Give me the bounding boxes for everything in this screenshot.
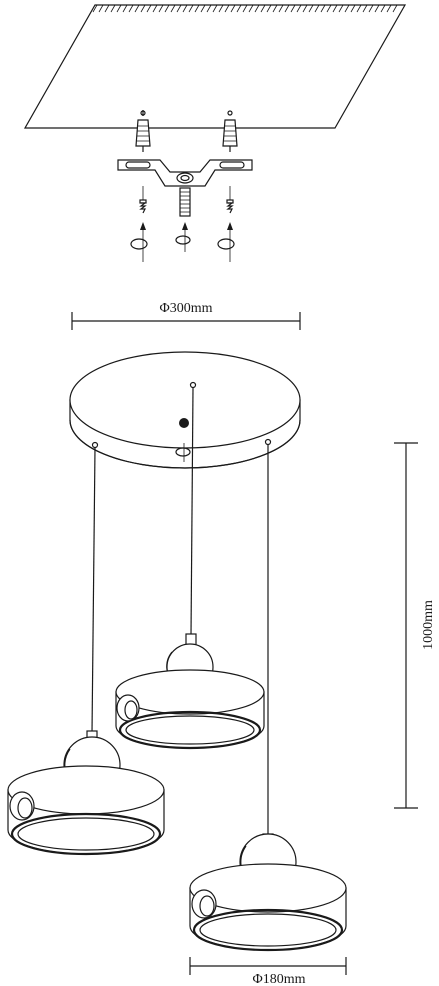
canopy-diameter-label: Φ300mm [159, 301, 212, 316]
rotate-arrow-icon [217, 222, 235, 262]
pendant-shade-right [189, 833, 347, 952]
drop-height-dimension: 1000mm [394, 442, 436, 809]
pendant-shade-left [7, 730, 165, 856]
suspension-cables [91, 387, 269, 836]
ceiling-canopy [69, 351, 301, 469]
ceiling-panel [23, 4, 407, 129]
screw-right [226, 186, 234, 214]
up-arrow-icon [175, 222, 191, 252]
shade-dimension: Φ180mm [189, 957, 347, 986]
wall-anchor-left [135, 110, 151, 152]
drop-height-label: 1000mm [421, 600, 436, 650]
screw-left [139, 186, 147, 214]
rotate-arrow-icon [130, 222, 148, 262]
shade-diameter-label: Φ180mm [252, 972, 305, 986]
pendant-shade-middle [115, 633, 265, 750]
screw-center [179, 187, 191, 217]
mounting-bracket [117, 159, 253, 187]
wall-anchor-right [222, 110, 238, 152]
canopy-dimension: Φ300mm [71, 301, 301, 330]
